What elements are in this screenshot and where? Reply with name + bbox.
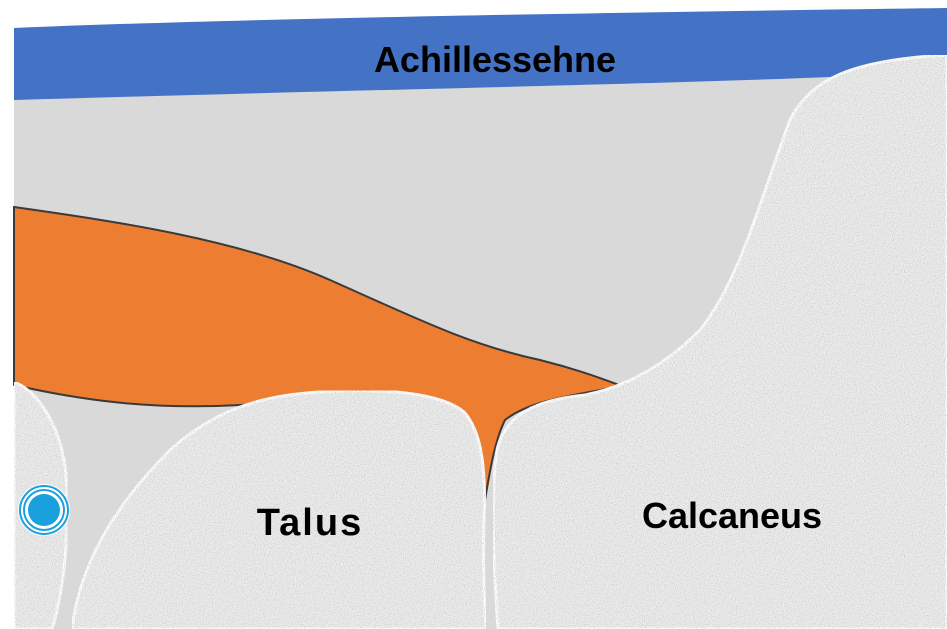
talus-label: Talus — [257, 502, 363, 544]
calcaneus-label: Calcaneus — [642, 495, 822, 536]
target-marker-icon[interactable] — [18, 484, 70, 536]
tendon-label: Achillessehne — [374, 39, 616, 80]
